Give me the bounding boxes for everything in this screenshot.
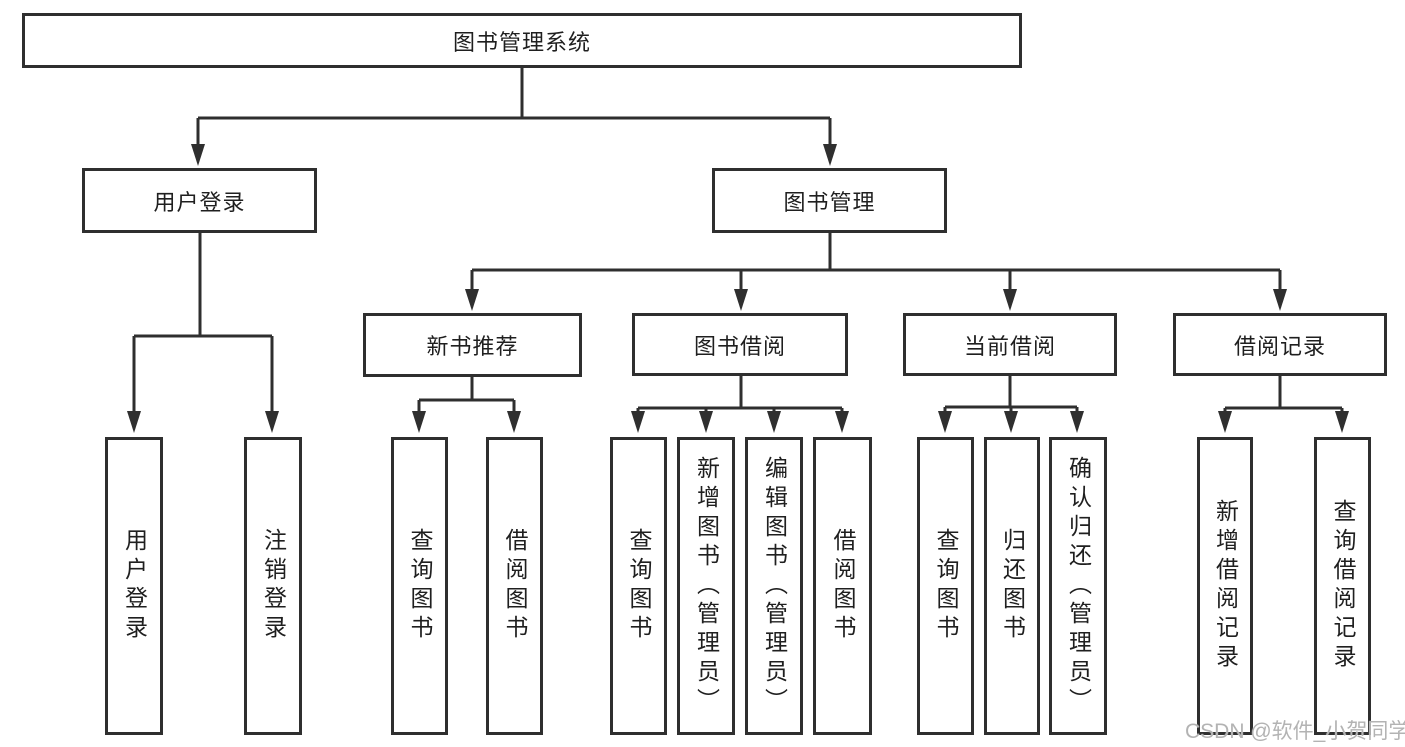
leaf-borrow-books-recommend: 借阅图书 bbox=[486, 437, 543, 735]
leaf-query-books-borrow: 查询图书 bbox=[610, 437, 667, 735]
node-label: 新增图书（管理员） bbox=[693, 455, 720, 717]
node-book-management: 图书管理 bbox=[712, 168, 947, 233]
node-label: 图书管理系统 bbox=[452, 29, 591, 55]
node-label: 借阅记录 bbox=[1233, 333, 1326, 359]
leaf-query-books-current: 查询图书 bbox=[917, 437, 974, 735]
node-user-login: 用户登录 bbox=[82, 168, 317, 233]
csdn-watermark: CSDN @软件_小贺同学 bbox=[1185, 720, 1405, 743]
node-label: 确认归还（管理员） bbox=[1065, 455, 1092, 717]
leaf-query-borrow-record: 查询借阅记录 bbox=[1314, 437, 1371, 735]
node-label: 当前借阅 bbox=[963, 333, 1056, 359]
node-label: 编辑图书（管理员） bbox=[761, 455, 788, 717]
node-library-management-system: 图书管理系统 bbox=[22, 13, 1022, 68]
node-borrowing-records: 借阅记录 bbox=[1173, 313, 1387, 376]
leaf-confirm-return-admin: 确认归还（管理员） bbox=[1049, 437, 1107, 735]
leaf-query-books-recommend: 查询图书 bbox=[391, 437, 448, 735]
node-label: 新书推荐 bbox=[426, 334, 519, 359]
node-label: 图书管理 bbox=[783, 189, 876, 215]
node-label: 图书借阅 bbox=[693, 333, 786, 359]
leaf-add-book-admin: 新增图书（管理员） bbox=[677, 437, 735, 735]
node-label: 借阅图书 bbox=[502, 528, 528, 644]
node-label: 注销登录 bbox=[260, 528, 287, 644]
node-label: 查询图书 bbox=[626, 528, 652, 644]
leaf-logout: 注销登录 bbox=[244, 437, 302, 735]
node-new-book-recommendation: 新书推荐 bbox=[363, 313, 582, 377]
node-label: 用户登录 bbox=[121, 528, 148, 644]
leaf-edit-book-admin: 编辑图书（管理员） bbox=[745, 437, 803, 735]
node-label: 借阅图书 bbox=[830, 528, 856, 644]
node-label: 用户登录 bbox=[153, 189, 246, 215]
arrowhead-icons bbox=[127, 144, 1349, 433]
leaf-add-borrow-record: 新增借阅记录 bbox=[1197, 437, 1253, 735]
node-current-borrowing: 当前借阅 bbox=[903, 313, 1117, 376]
node-label: 归还图书 bbox=[999, 528, 1026, 644]
node-book-borrowing: 图书借阅 bbox=[632, 313, 848, 376]
node-label: 新增借阅记录 bbox=[1212, 499, 1239, 673]
node-label: 查询图书 bbox=[407, 528, 433, 644]
leaf-borrow-books: 借阅图书 bbox=[813, 437, 872, 735]
node-label: 查询图书 bbox=[933, 528, 959, 644]
leaf-user-login: 用户登录 bbox=[105, 437, 163, 735]
leaf-return-book: 归还图书 bbox=[984, 437, 1040, 735]
node-label: 查询借阅记录 bbox=[1330, 499, 1356, 673]
